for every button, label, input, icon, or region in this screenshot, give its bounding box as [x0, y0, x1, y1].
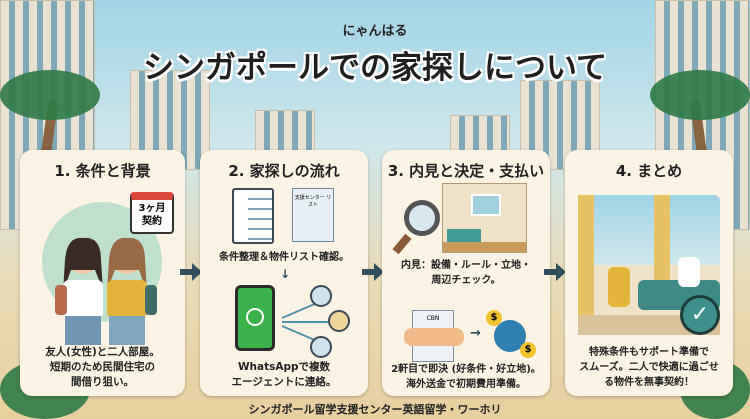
two-women-illustration	[55, 237, 157, 345]
text-line: 周辺チェック。	[431, 275, 501, 286]
arrow-down-icon: ↓	[280, 267, 291, 281]
check-mark-icon: ✓	[680, 295, 720, 335]
text-line: 特殊条件もサポート準備で	[589, 347, 709, 358]
dollar-coin-icon: $	[486, 310, 502, 326]
brand-name: にゃんはる	[342, 24, 408, 39]
magnifier-handle	[392, 233, 412, 255]
text-line: WhatsAppで複数	[237, 361, 331, 373]
text-line: る物件を無事契約！	[604, 377, 694, 388]
room-illustration	[442, 183, 527, 253]
agent-avatar	[328, 310, 350, 332]
step-caption: 内見：設備・ルール・立地・ 周辺チェック。	[382, 258, 550, 288]
card-viewing-payment: 3. 内見と決定・支払い 内見：設備・ルール・立地・ 周辺チェック。 CBN →…	[382, 150, 550, 396]
text-line: 内見：設備・ルール・立地・	[401, 260, 531, 271]
handshake-icon	[404, 328, 464, 346]
card-description: 友人(女性)と二人部屋。 短期のため民間住宅の 間借り狙い。	[20, 345, 185, 390]
text-line: 2軒目で即決 (好条件・好立地)。	[391, 364, 541, 375]
arrow-right-icon	[180, 263, 202, 281]
arrow-right-small-icon: →	[470, 326, 481, 341]
card-description: 2軒目で即決 (好条件・好立地)。 海外送金で初期費用準備。	[382, 362, 550, 392]
arrow-right-icon	[362, 263, 384, 281]
card-conditions: 1. 条件と背景 3ヶ月 契約 友人(女性)と二人部屋。 短期のため民間住宅の …	[20, 150, 185, 396]
magnifier-icon	[404, 200, 440, 236]
card-heading: 1. 条件と背景	[54, 162, 151, 180]
agent-avatar	[310, 336, 332, 358]
calendar-text-line1: 3ヶ月	[138, 203, 166, 214]
calendar-text-line2: 契約	[142, 216, 162, 227]
calendar-icon: 3ヶ月 契約	[130, 192, 174, 234]
card-heading: 4. まとめ	[615, 162, 683, 180]
card-summary: 4. まとめ ✓ 特殊条件もサポート準備で スムーズ。二人で快適に過ごせ る物件…	[565, 150, 733, 396]
whatsapp-phone-icon	[235, 285, 275, 351]
agent-avatar	[310, 285, 332, 307]
card-heading: 3. 内見と決定・支払い	[387, 162, 545, 180]
text-line: 短期のため民間住宅の	[50, 361, 155, 373]
card-description: 特殊条件もサポート準備で スムーズ。二人で快適に過ごせ る物件を無事契約！	[565, 345, 733, 390]
footer-credit: シンガポール留学支援センター英語留学・ワーホリ	[248, 403, 502, 416]
card-search-flow: 2. 家探しの流れ 支援センター リスト 条件整理＆物件リスト確認。 ↓ Wha…	[200, 150, 368, 396]
text-line: エージェントに連絡。	[231, 376, 337, 388]
document-list-icon: 支援センター リスト	[292, 188, 334, 242]
text-line: スムーズ。二人で快適に過ごせ	[579, 362, 719, 373]
text-line: 間借り狙い。	[71, 376, 134, 388]
card-heading: 2. 家探しの流れ	[228, 162, 340, 180]
text-line: 友人(女性)と二人部屋。	[45, 346, 160, 358]
living-room-illustration	[578, 195, 720, 335]
card-description: WhatsAppで複数 エージェントに連絡。	[200, 360, 368, 390]
step-caption: 条件整理＆物件リスト確認。	[219, 252, 349, 263]
text-line: 海外送金で初期費用準備。	[406, 379, 526, 390]
palm-leaves-left	[0, 70, 100, 120]
dollar-coin-icon: $	[520, 342, 536, 358]
page-title: シンガポールでの家探しについて	[142, 50, 608, 86]
arrow-right-icon	[544, 263, 566, 281]
palm-leaves-right	[650, 70, 750, 120]
checklist-clipboard-icon	[232, 188, 274, 244]
